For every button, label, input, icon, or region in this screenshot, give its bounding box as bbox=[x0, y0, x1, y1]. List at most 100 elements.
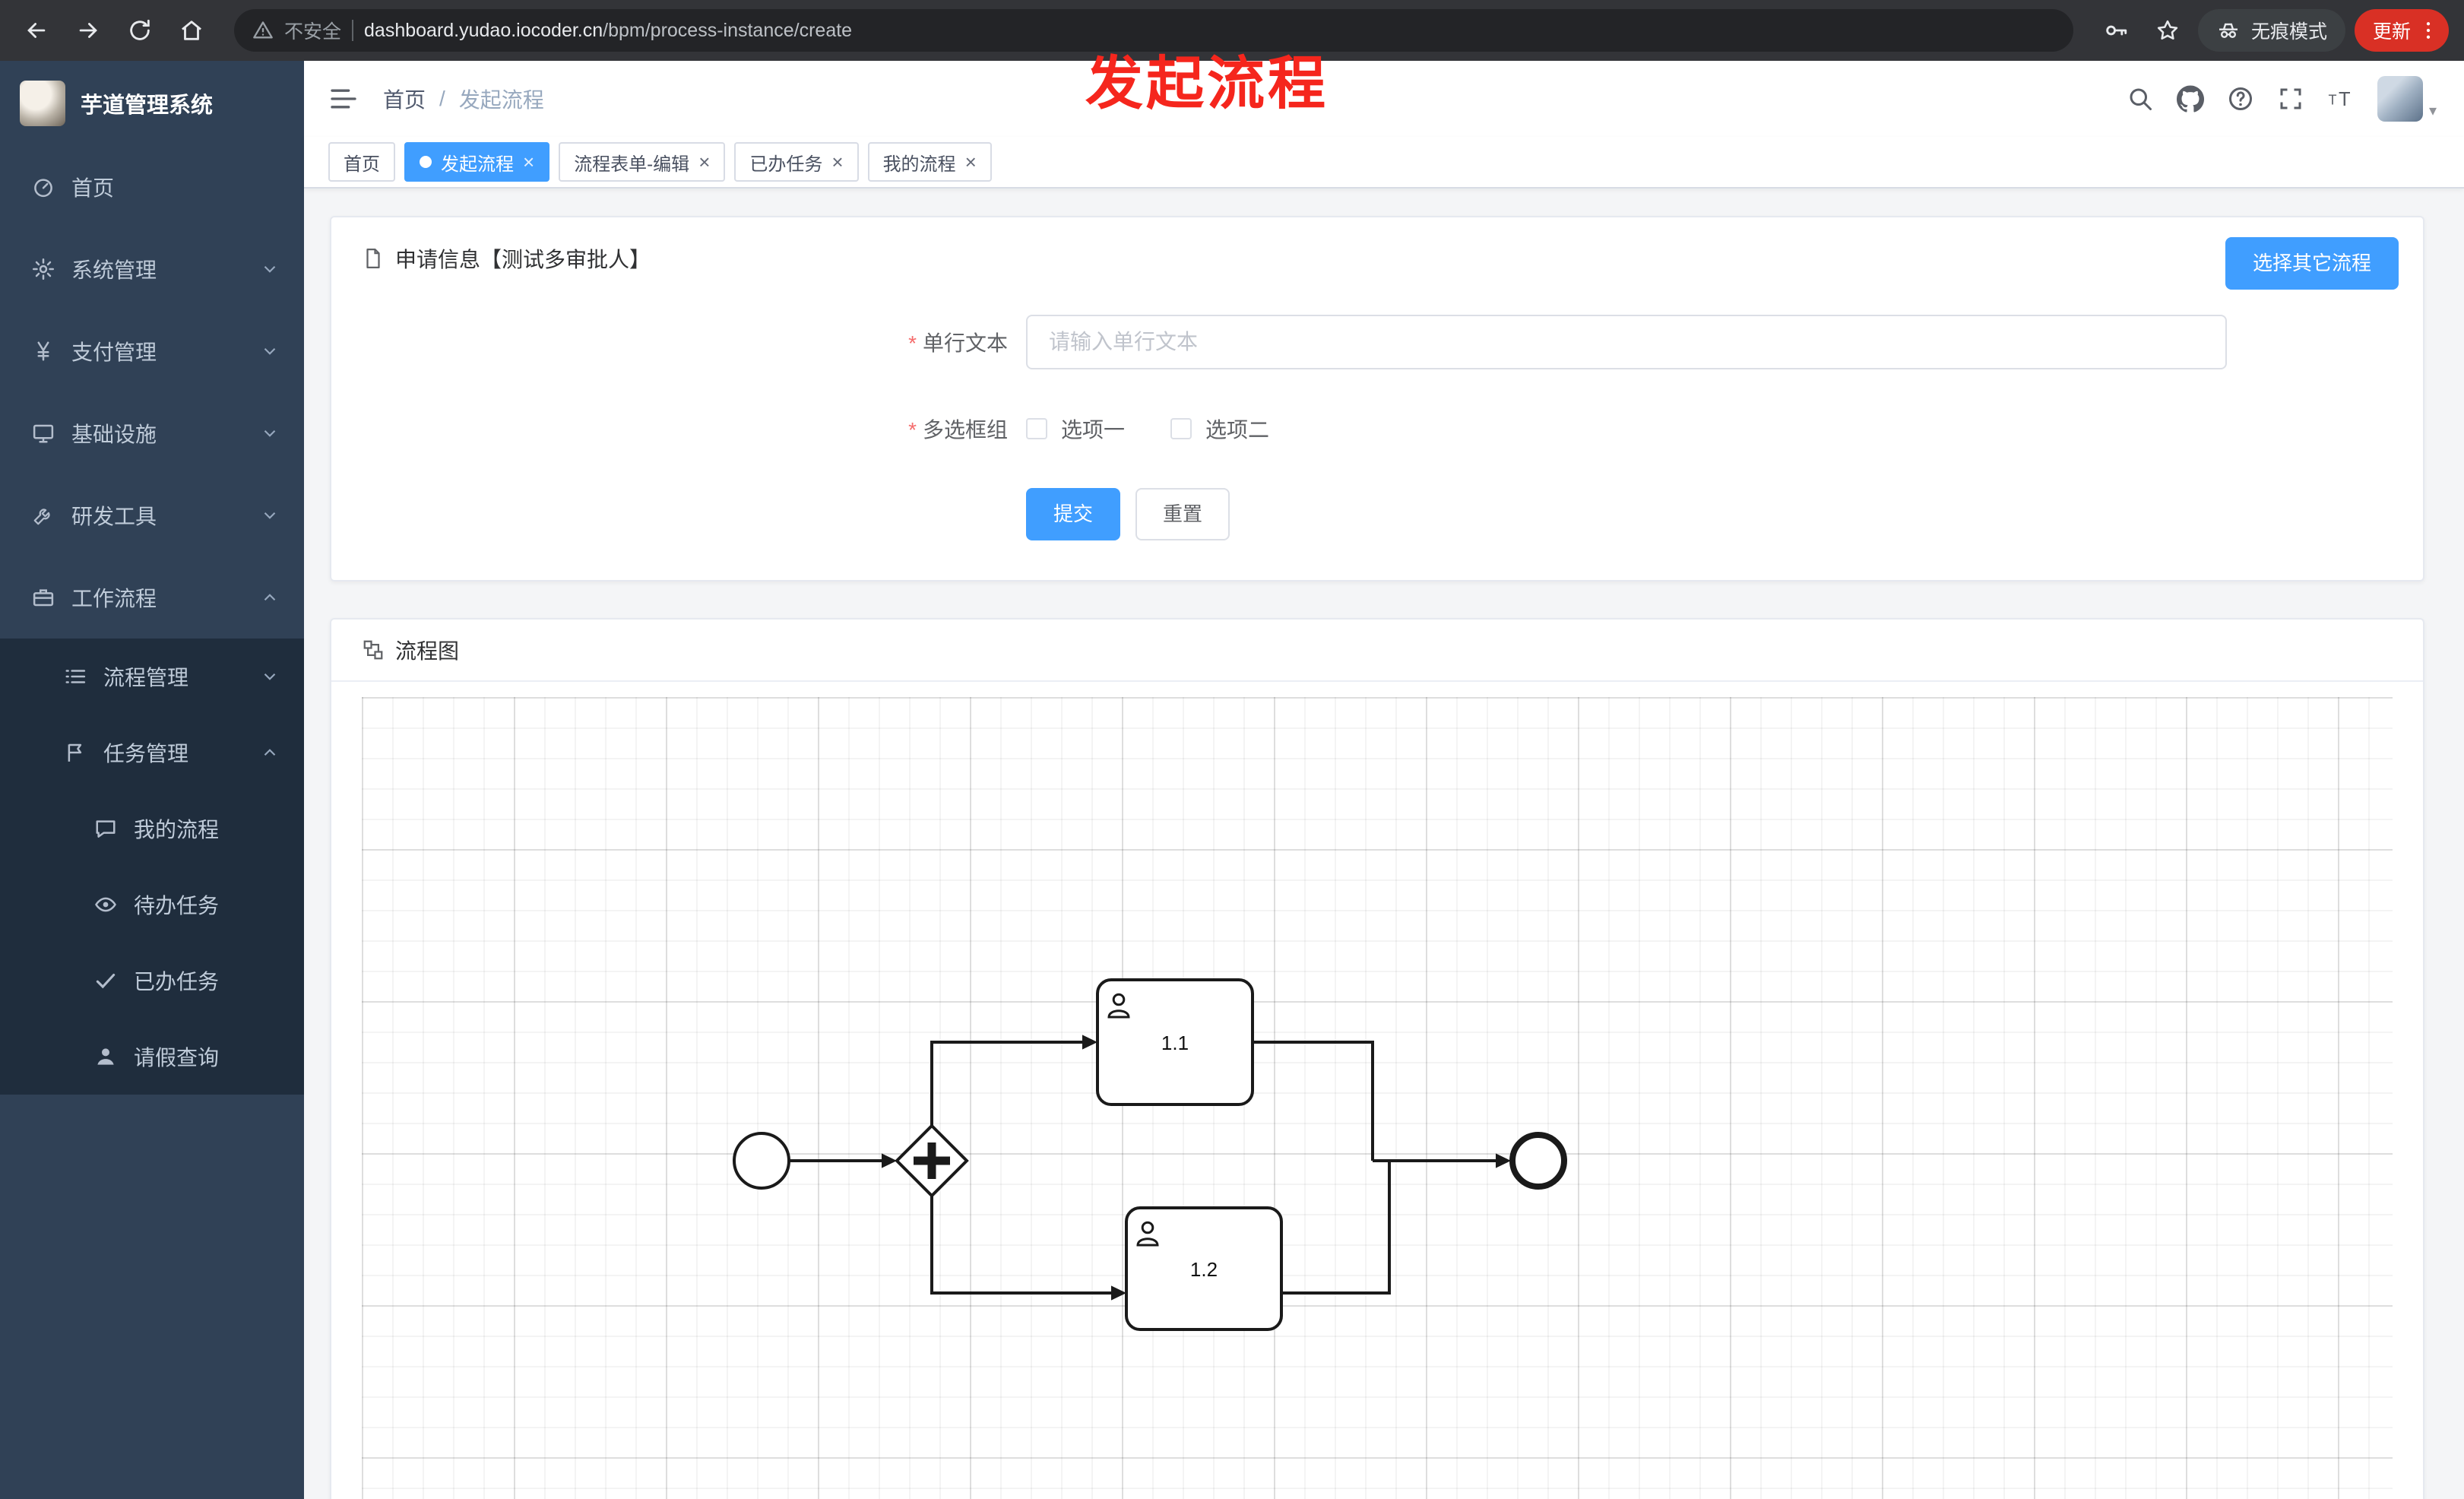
form-actions: 提交 重置 bbox=[1026, 488, 2393, 540]
workflow-submenu: 流程管理 任务管理 我的流程 待办任务 bbox=[0, 639, 304, 1095]
breadcrumb-home[interactable]: 首页 bbox=[383, 88, 426, 112]
end-event[interactable] bbox=[1509, 1131, 1567, 1190]
browser-back-button[interactable] bbox=[15, 9, 58, 52]
field-label: 多选框组 bbox=[362, 414, 1026, 444]
browser-update-button[interactable]: 更新 bbox=[2354, 9, 2449, 52]
checkbox-option-2[interactable]: 选项二 bbox=[1170, 414, 1269, 444]
sidebar-item-todo-tasks[interactable]: 待办任务 bbox=[0, 867, 304, 943]
chevron-up-icon bbox=[264, 594, 276, 601]
url-domain: dashboard.yudao.iocoder.cn bbox=[364, 19, 603, 41]
list-icon bbox=[65, 670, 86, 683]
sidebar-item-label: 基础设施 bbox=[71, 423, 157, 446]
sidebar-item-task-management[interactable]: 任务管理 bbox=[0, 715, 304, 791]
tab-home[interactable]: 首页 bbox=[328, 142, 395, 182]
monitor-icon bbox=[33, 424, 54, 443]
sidebar-item-devtools[interactable]: 研发工具 bbox=[0, 474, 304, 556]
github-icon[interactable] bbox=[2176, 85, 2204, 113]
url-path: /bpm/process-instance/create bbox=[603, 19, 853, 41]
chevron-down-icon bbox=[264, 512, 276, 519]
sidebar-item-workflow[interactable]: 工作流程 bbox=[0, 556, 304, 639]
flag-icon bbox=[68, 743, 82, 762]
browser-home-button[interactable] bbox=[170, 9, 213, 52]
task-label: 1.2 bbox=[1190, 1258, 1218, 1281]
sidebar-item-system[interactable]: 系统管理 bbox=[0, 228, 304, 310]
apply-form: 单行文本 多选框组 选项一 bbox=[362, 315, 2393, 540]
single-line-text-input[interactable] bbox=[1026, 315, 2227, 369]
sidebar-item-label: 工作流程 bbox=[71, 587, 157, 610]
chevron-down-icon bbox=[264, 347, 276, 355]
tab-done-tasks[interactable]: 已办任务 bbox=[734, 142, 859, 182]
chevron-down-icon bbox=[264, 265, 276, 273]
security-label: 不安全 bbox=[284, 21, 342, 43]
form-row-text: 单行文本 bbox=[362, 315, 2393, 369]
card-title: 申请信息【测试多审批人】 bbox=[362, 242, 2393, 275]
flow-gateway-to-task1 bbox=[930, 1040, 1085, 1126]
bookmark-button[interactable] bbox=[2146, 9, 2189, 52]
close-icon[interactable] bbox=[698, 152, 710, 172]
fullscreen-icon[interactable] bbox=[2277, 85, 2304, 113]
sidebar: 芋道管理系统 首页 系统管理 支付管理 bbox=[0, 61, 304, 1499]
select-other-process-button[interactable]: 选择其它流程 bbox=[2225, 237, 2399, 290]
task-label: 1.1 bbox=[1161, 1032, 1189, 1054]
flow-gateway-to-task2 bbox=[930, 1195, 1114, 1295]
address-bar[interactable]: 不安全 dashboard.yudao.iocoder.cn/bpm/proce… bbox=[234, 9, 2073, 52]
sidebar-item-leave-query[interactable]: 请假查询 bbox=[0, 1019, 304, 1095]
bpmn-canvas[interactable]: 1.1 1.2 bbox=[362, 696, 2393, 1499]
checkbox-icon bbox=[1170, 418, 1192, 439]
form-row-checkbox: 多选框组 选项一 选项二 bbox=[362, 406, 2393, 452]
search-icon[interactable] bbox=[2127, 85, 2154, 113]
sidebar-item-process-management[interactable]: 流程管理 bbox=[0, 639, 304, 715]
tab-label: 已办任务 bbox=[749, 154, 823, 175]
sidebar-item-my-process[interactable]: 我的流程 bbox=[0, 791, 304, 867]
app-logo[interactable]: 芋道管理系统 bbox=[0, 61, 304, 146]
user-task-2[interactable]: 1.2 bbox=[1125, 1206, 1283, 1331]
tools-icon bbox=[33, 509, 50, 525]
chevron-down-icon bbox=[264, 429, 276, 437]
sidebar-item-done-tasks[interactable]: 已办任务 bbox=[0, 943, 304, 1019]
tab-form-edit[interactable]: 流程表单-编辑 bbox=[559, 142, 726, 182]
field-label: 单行文本 bbox=[362, 327, 1026, 357]
briefcase-icon bbox=[33, 589, 54, 607]
close-icon[interactable] bbox=[831, 152, 843, 172]
browser-reload-button[interactable] bbox=[119, 9, 161, 52]
password-manager-button[interactable] bbox=[2095, 9, 2137, 52]
bpmn-diagram: 1.1 1.2 bbox=[733, 978, 1567, 1331]
user-task-1[interactable]: 1.1 bbox=[1096, 978, 1254, 1106]
user-task-icon bbox=[1136, 1221, 1159, 1247]
arrowhead bbox=[1111, 1285, 1126, 1301]
sidebar-item-infra[interactable]: 基础设施 bbox=[0, 392, 304, 474]
reload-icon bbox=[130, 19, 150, 40]
tab-create-process[interactable]: 发起流程 bbox=[404, 142, 550, 182]
sidebar-menu: 首页 系统管理 支付管理 基础设施 bbox=[0, 146, 304, 1095]
key-icon bbox=[2106, 25, 2127, 36]
warning-icon bbox=[253, 21, 273, 39]
sidebar-item-label: 我的流程 bbox=[134, 818, 220, 841]
process-diagram-card: 流程图 bbox=[330, 617, 2424, 1499]
close-icon[interactable] bbox=[965, 152, 977, 172]
tab-label: 流程表单-编辑 bbox=[574, 154, 690, 175]
checkbox-option-1[interactable]: 选项一 bbox=[1026, 414, 1125, 444]
arrowhead bbox=[882, 1152, 897, 1168]
close-icon[interactable] bbox=[523, 152, 534, 172]
browser-toolbar: 不安全 dashboard.yudao.iocoder.cn/bpm/proce… bbox=[0, 0, 2464, 61]
reset-button[interactable]: 重置 bbox=[1135, 488, 1230, 540]
user-menu[interactable] bbox=[2377, 76, 2437, 122]
svg-text:T: T bbox=[2339, 89, 2351, 110]
help-icon[interactable] bbox=[2227, 85, 2254, 113]
diagram-icon bbox=[363, 640, 383, 659]
sidebar-toggle-icon[interactable] bbox=[328, 84, 359, 114]
start-event[interactable] bbox=[733, 1131, 790, 1190]
parallel-gateway[interactable] bbox=[895, 1123, 969, 1198]
chevron-down-icon bbox=[264, 673, 276, 680]
breadcrumb-separator bbox=[439, 87, 445, 111]
sidebar-item-payment[interactable]: 支付管理 bbox=[0, 310, 304, 392]
kebab-menu-icon bbox=[2426, 22, 2431, 39]
submit-button[interactable]: 提交 bbox=[1026, 488, 1121, 540]
tab-my-process[interactable]: 我的流程 bbox=[867, 142, 992, 182]
browser-forward-button[interactable] bbox=[67, 9, 109, 52]
svg-text:T: T bbox=[2328, 93, 2336, 108]
sidebar-item-home[interactable]: 首页 bbox=[0, 146, 304, 228]
